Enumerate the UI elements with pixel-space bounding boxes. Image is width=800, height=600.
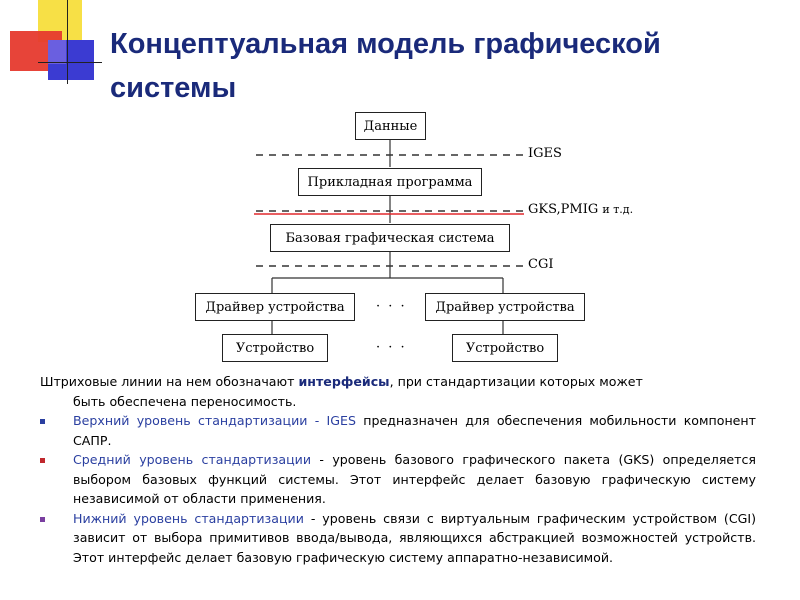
bullet-term: Нижний уровень стандартизации bbox=[73, 510, 304, 526]
box-device-left: Устройство bbox=[222, 334, 328, 362]
box-base-graphics-system: Базовая графическая система bbox=[270, 224, 510, 252]
box-driver-left: Драйвер устройства bbox=[195, 293, 355, 321]
graphics-system-diagram: Данные Прикладная программа Базовая граф… bbox=[195, 112, 633, 362]
intro-continuation: быть обеспечена переносимость. bbox=[73, 393, 297, 409]
bullet-item-lower-level: Нижний уровень стандартизации - уровень … bbox=[40, 509, 756, 568]
bullet-term: Верхний уровень стандартизации - IGES bbox=[73, 413, 356, 428]
intro-suffix: , при стандартизации которых может bbox=[389, 374, 643, 389]
description-text: Штриховые линии на нем обозначают интерф… bbox=[40, 372, 756, 567]
bullet-item-upper-level: Верхний уровень стандартизации - IGES пр… bbox=[40, 411, 756, 450]
logo-blue-overlap bbox=[48, 40, 66, 64]
interface-label-gks-main: GKS,PMIG bbox=[528, 202, 599, 217]
ellipsis-devices: · · · bbox=[376, 340, 407, 355]
bullet-rest: предназначен для обеспечения мобильности… bbox=[73, 413, 757, 448]
interface-label-iges: IGES bbox=[528, 146, 562, 161]
logo-horizontal-line bbox=[38, 62, 102, 63]
box-data: Данные bbox=[355, 112, 426, 140]
bullet-rest: - уровень связи с виртуальным графически… bbox=[73, 510, 756, 565]
bullet-rest: - уровень базового графического пакета (… bbox=[73, 452, 757, 506]
bullet-marker-icon bbox=[40, 516, 45, 522]
bullet-term: Средний уровень стандартизации bbox=[73, 452, 312, 467]
intro-paragraph: Штриховые линии на нем обозначают интерф… bbox=[40, 372, 756, 392]
page-title: Концептуальная модель графической систем… bbox=[110, 28, 661, 104]
interface-label-cgi: CGI bbox=[528, 257, 554, 272]
bullet-marker-icon bbox=[40, 458, 45, 463]
bullet-item-middle-level: Средний уровень стандартизации - уровень… bbox=[40, 450, 756, 509]
interface-label-gks-suffix: и т.д. bbox=[602, 203, 634, 216]
bullet-list: Верхний уровень стандартизации - IGES пр… bbox=[40, 411, 756, 567]
logo-vertical-line bbox=[67, 0, 68, 84]
bullet-marker-icon bbox=[40, 419, 45, 424]
ellipsis-drivers: · · · bbox=[376, 299, 407, 314]
interface-label-gks: GKS,PMIG и т.д. bbox=[528, 202, 633, 217]
box-driver-right: Драйвер устройства bbox=[425, 293, 585, 321]
intro-prefix: Штриховые линии на нем обозначают bbox=[40, 374, 299, 389]
box-application: Прикладная программа bbox=[298, 168, 482, 196]
intro-highlight: интерфейсы bbox=[298, 374, 390, 389]
box-device-right: Устройство bbox=[452, 334, 558, 362]
diagram-connectors bbox=[254, 140, 524, 334]
